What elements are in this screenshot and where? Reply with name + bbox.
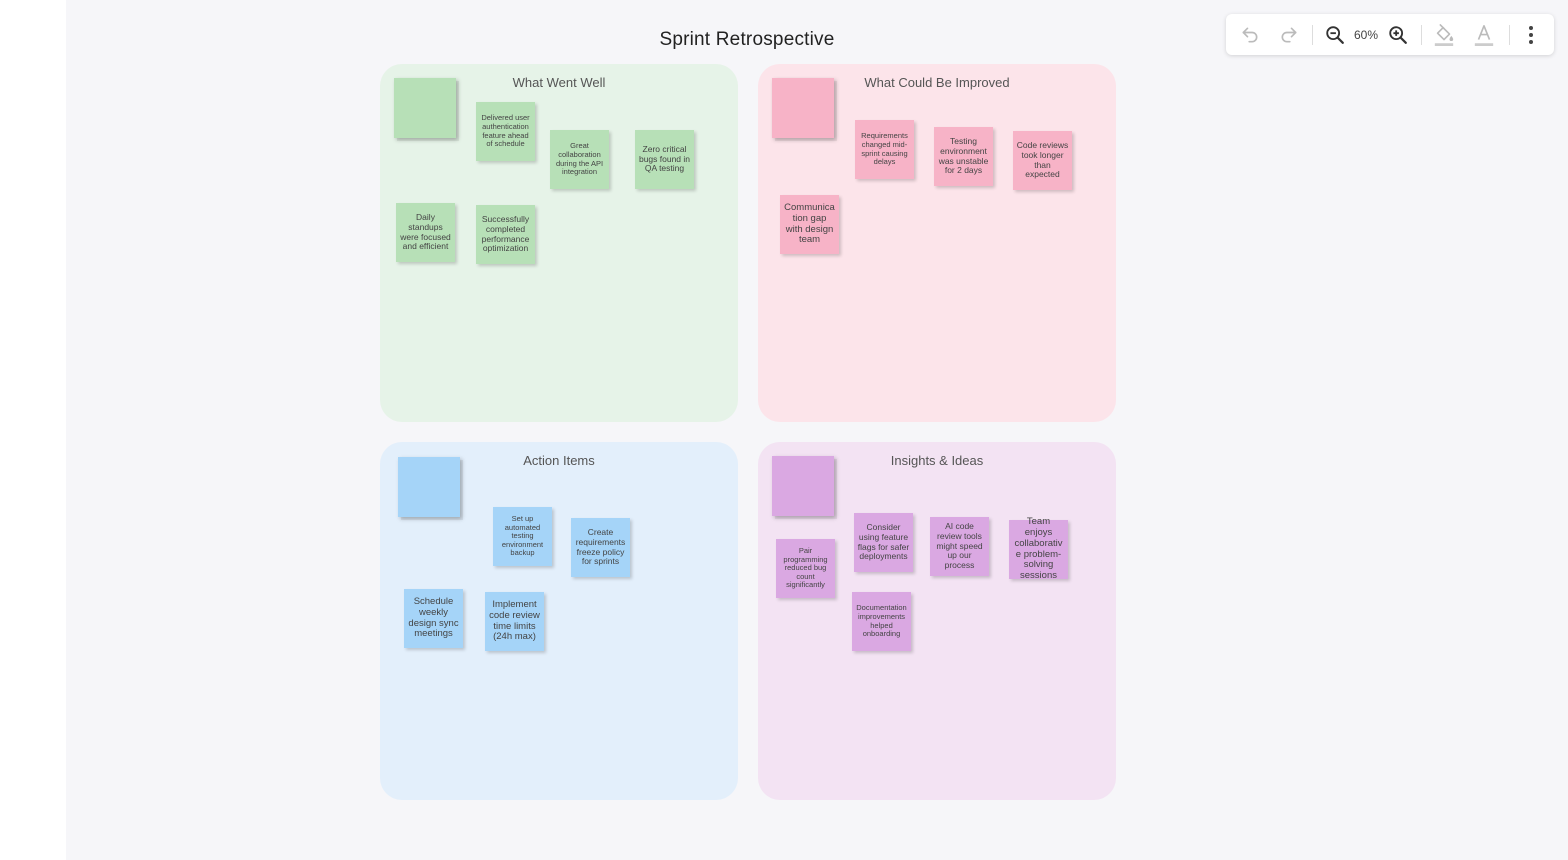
- quadrant-action-items[interactable]: Action Items Set up automated testing en…: [380, 442, 738, 800]
- sticky-note[interactable]: Requirements changed mid-sprint causing …: [855, 120, 914, 179]
- text-color-icon: [1474, 24, 1494, 46]
- more-options-button[interactable]: [1518, 14, 1544, 55]
- quadrant-what-went-well[interactable]: What Went Well Delivered user authentica…: [380, 64, 738, 422]
- canvas-margin: [0, 0, 66, 860]
- quadrant-title[interactable]: What Could Be Improved: [864, 75, 1010, 90]
- sticky-note-stack[interactable]: [772, 78, 834, 138]
- quadrant-insights-ideas[interactable]: Insights & Ideas Consider using feature …: [758, 442, 1116, 800]
- toolbar-divider: [1509, 25, 1510, 45]
- sticky-note[interactable]: Zero critical bugs found in QA testing: [635, 130, 694, 189]
- sticky-note[interactable]: Great collaboration during the API integ…: [550, 130, 609, 189]
- fill-color-icon: [1434, 23, 1454, 46]
- sticky-note[interactable]: Testing environment was unstable for 2 d…: [934, 127, 993, 186]
- sticky-note-stack[interactable]: [394, 78, 456, 138]
- redo-icon: [1281, 27, 1297, 43]
- quadrant-title[interactable]: Action Items: [523, 453, 595, 468]
- canvas-toolbar: 60%: [1226, 14, 1554, 55]
- sticky-note[interactable]: Pair programming reduced bug count signi…: [776, 539, 835, 598]
- sticky-note[interactable]: Successfully completed performance optim…: [476, 205, 535, 264]
- sticky-note[interactable]: Delivered user authentication feature ah…: [476, 102, 535, 161]
- zoom-out-button[interactable]: [1321, 14, 1349, 55]
- undo-button[interactable]: [1236, 14, 1264, 55]
- toolbar-divider: [1312, 25, 1313, 45]
- zoom-level: 60%: [1353, 27, 1379, 42]
- zoom-in-icon: [1389, 25, 1407, 44]
- quadrant-title[interactable]: Insights & Ideas: [890, 453, 984, 468]
- sticky-note[interactable]: Team enjoys collaborative problem-solvin…: [1009, 516, 1068, 581]
- sticky-note[interactable]: Consider using feature flags for safer d…: [854, 513, 913, 572]
- text-color-button[interactable]: [1470, 14, 1498, 55]
- sticky-note[interactable]: Set up automated testing environment bac…: [493, 507, 552, 566]
- toolbar-divider: [1421, 25, 1422, 45]
- sticky-note[interactable]: Schedule weekly design sync meetings: [404, 589, 463, 648]
- fill-color-button[interactable]: [1430, 14, 1458, 55]
- sticky-note[interactable]: Daily standups were focused and efficien…: [396, 203, 455, 262]
- redo-button[interactable]: [1275, 14, 1303, 55]
- more-icon: [1529, 25, 1533, 44]
- quadrant-title[interactable]: What Went Well: [512, 75, 606, 90]
- sticky-note[interactable]: Communication gap with design team: [780, 195, 839, 254]
- sticky-note[interactable]: Create requirements freeze policy for sp…: [571, 518, 630, 577]
- zoom-out-icon: [1326, 25, 1344, 44]
- sticky-note[interactable]: Implement code review time limits (24h m…: [485, 592, 544, 651]
- quadrant-what-could-be-improved[interactable]: What Could Be Improved Requirements chan…: [758, 64, 1116, 422]
- zoom-in-button[interactable]: [1384, 14, 1412, 55]
- sticky-note[interactable]: Documentation improvements helped onboar…: [852, 592, 911, 651]
- undo-icon: [1242, 27, 1258, 43]
- sticky-note[interactable]: AI code review tools might speed up our …: [930, 517, 989, 576]
- board-title[interactable]: Sprint Retrospective: [659, 29, 835, 50]
- sticky-note-stack[interactable]: [398, 457, 460, 517]
- sticky-note-stack[interactable]: [772, 456, 834, 516]
- sticky-note[interactable]: Code reviews took longer than expected: [1013, 131, 1072, 190]
